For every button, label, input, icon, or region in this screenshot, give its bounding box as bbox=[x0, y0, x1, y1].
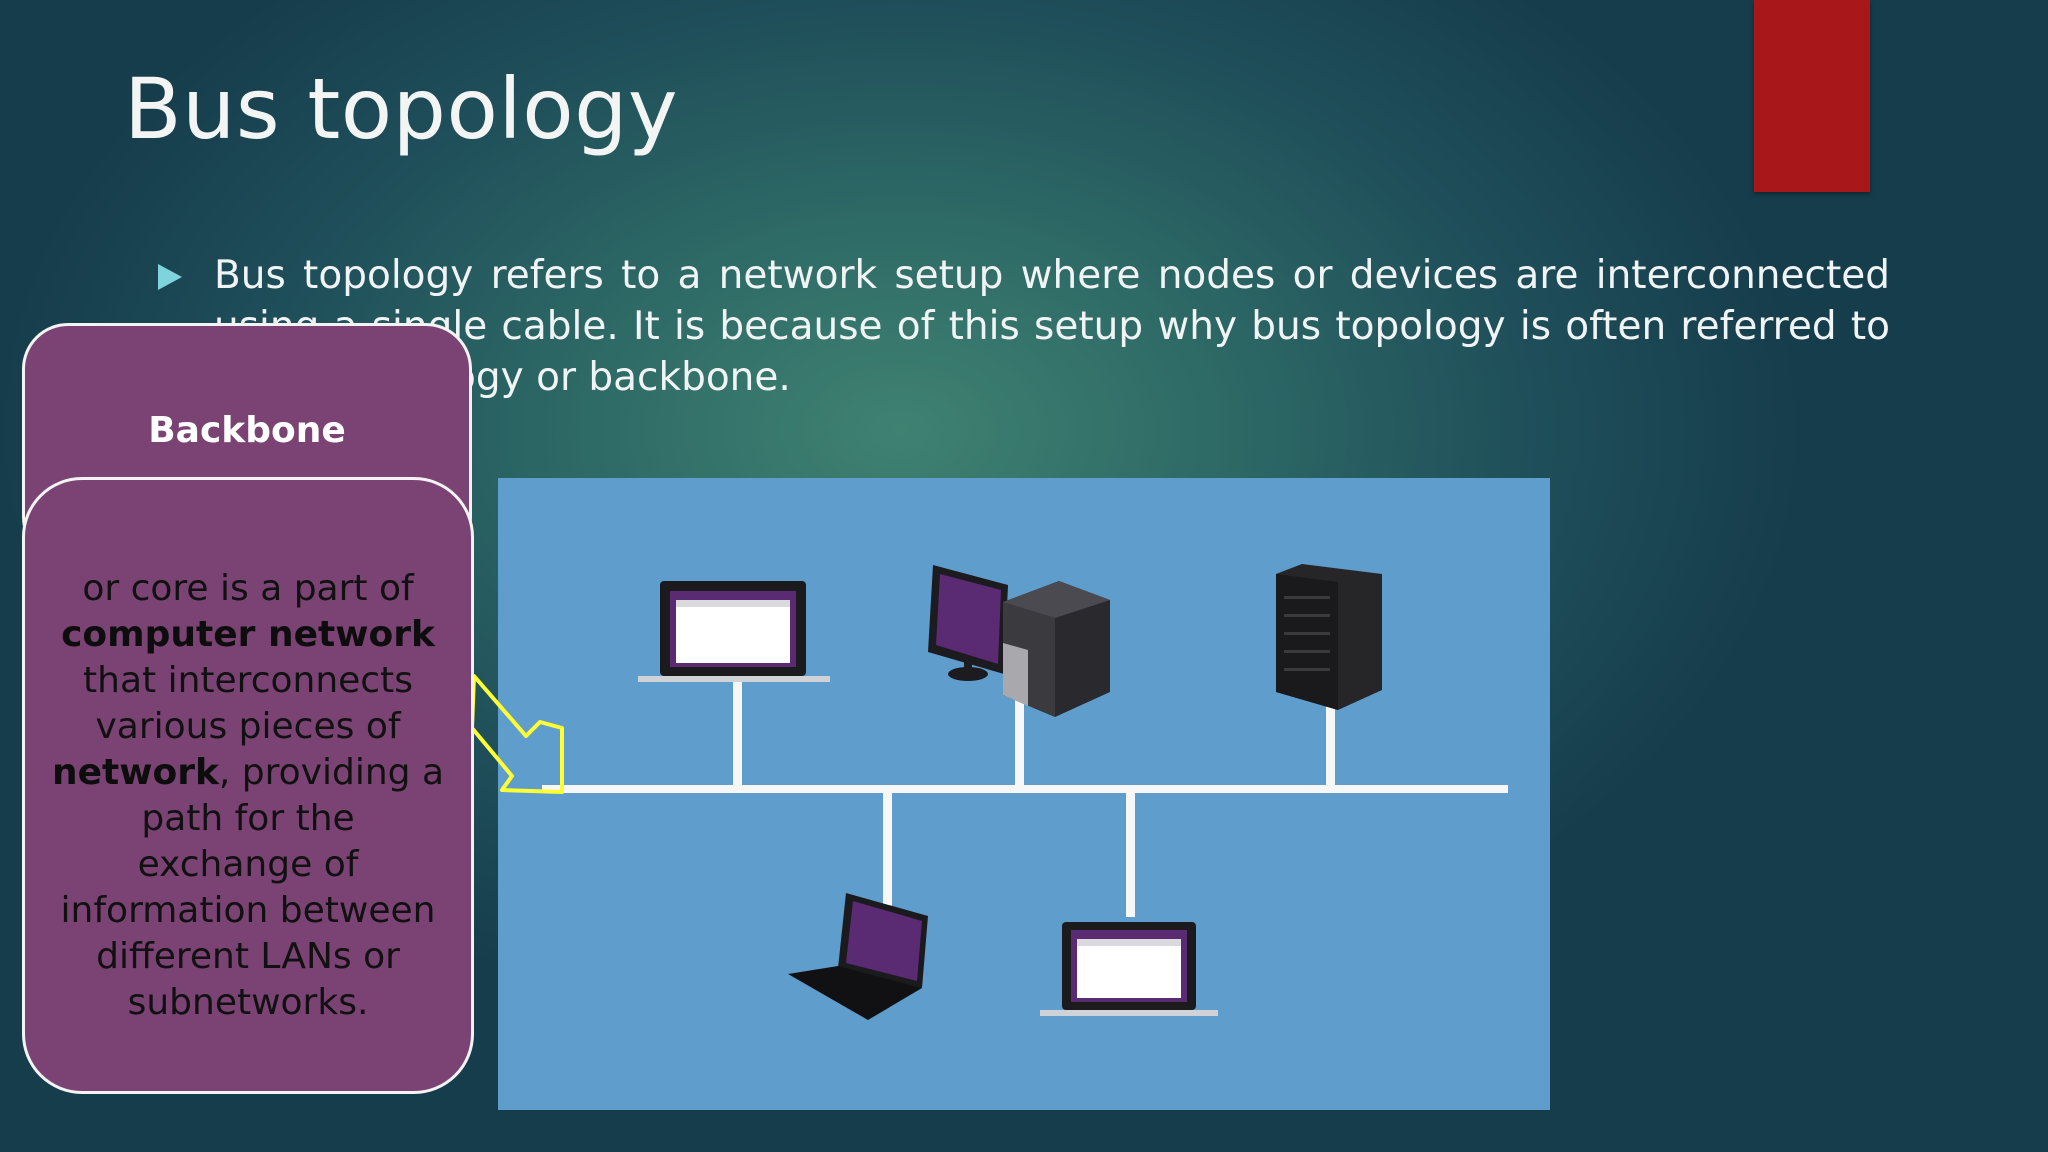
laptop-angled-icon bbox=[788, 893, 928, 1020]
laptop-open-icon bbox=[638, 581, 830, 682]
desktop-computer-icon bbox=[928, 565, 1110, 717]
bullet-text: Bus topology refers to a network setup w… bbox=[214, 253, 1890, 400]
yellow-arrow-icon bbox=[470, 674, 564, 794]
slide-title: Bus topology bbox=[124, 60, 679, 158]
callout-description: or core is a part of computer network th… bbox=[51, 568, 445, 1023]
server-tower-icon bbox=[1276, 564, 1382, 710]
drop-line-4 bbox=[883, 789, 892, 909]
accent-bar bbox=[1754, 0, 1870, 192]
drop-line-1 bbox=[733, 682, 742, 788]
drop-line-3 bbox=[1326, 706, 1335, 788]
bullet-arrow-icon bbox=[158, 264, 182, 290]
bus-backbone-line bbox=[542, 785, 1508, 793]
bus-topology-diagram bbox=[498, 478, 1550, 1110]
callout-body-box bbox=[22, 477, 474, 1094]
laptop-open-icon bbox=[1040, 922, 1218, 1016]
callout-label: Backbone bbox=[148, 410, 346, 451]
drop-line-2 bbox=[1015, 696, 1024, 788]
drop-line-5 bbox=[1126, 789, 1135, 917]
